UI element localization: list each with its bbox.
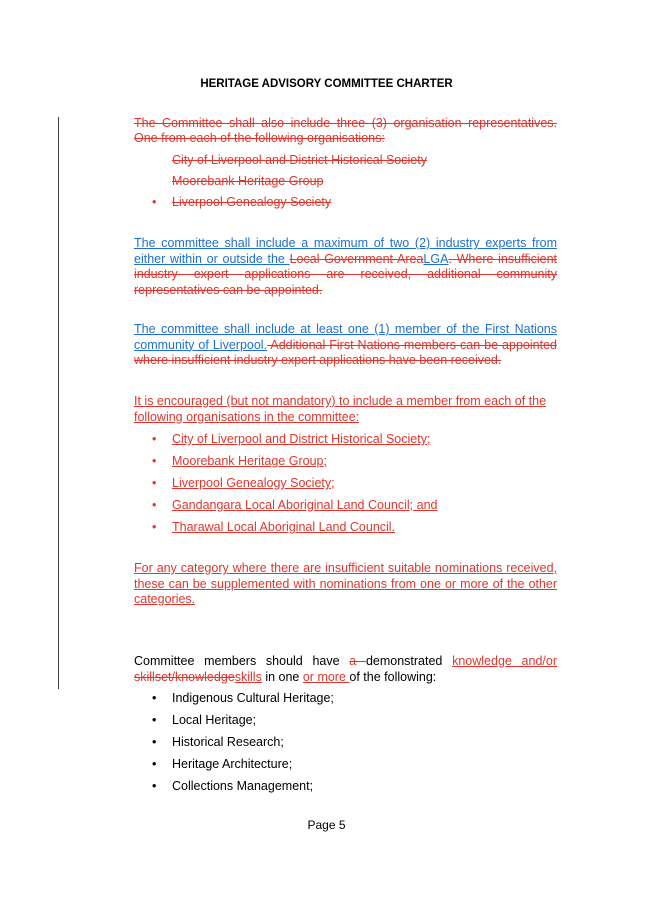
inserted-text: skills xyxy=(234,669,262,684)
page-number: Page 5 xyxy=(307,818,346,832)
inserted-text: LGA xyxy=(423,251,449,266)
deleted-text: The Committee shall also include three (… xyxy=(134,116,557,130)
paragraph-encouraged-members: It is encouraged (but not mandatory) to … xyxy=(134,394,557,425)
deleted-text: Local Government Area xyxy=(289,251,424,266)
paragraph-org-representatives-line2: One from each of the following organisat… xyxy=(134,131,557,147)
paragraph-first-nations: The committee shall include at least one… xyxy=(134,322,557,369)
list-item: •Heritage Architecture; xyxy=(152,757,293,771)
paragraph-org-representatives: The Committee shall also include three (… xyxy=(134,116,557,132)
deleted-text: skillset/knowledge xyxy=(134,669,235,684)
list-item: •Historical Research; xyxy=(152,735,284,749)
list-item: •Indigenous Cultural Heritage; xyxy=(152,691,334,705)
deleted-text: One from each of the following organisat… xyxy=(134,131,385,145)
list-item: •Local Heritage; xyxy=(152,713,257,727)
list-item: •Collections Management; xyxy=(152,779,314,793)
inserted-text: or more xyxy=(302,669,350,684)
deleted-text: Additional First Nations members can be … xyxy=(134,337,557,368)
page-header-title: HERITAGE ADVISORY COMMITTEE CHARTER xyxy=(200,78,453,90)
deleted-text: a xyxy=(349,654,366,668)
inserted-text: It is encouraged (but not mandatory) to … xyxy=(134,394,547,424)
list-item: •City of Liverpool and District Historic… xyxy=(152,432,431,446)
list-item: •Liverpool Genealogy Society xyxy=(152,195,332,209)
list-item: •Tharawal Local Aboriginal Land Council. xyxy=(152,520,396,534)
revision-change-bar xyxy=(58,117,59,689)
list-item: •Gandangara Local Aboriginal Land Counci… xyxy=(152,498,438,512)
paragraph-member-skills: Committee members should have a demonstr… xyxy=(134,654,557,684)
deleted-text: . Where insufficient industry expert app… xyxy=(134,251,557,297)
list-item: Moorebank Heritage Group xyxy=(172,174,324,188)
paragraph-insufficient-nominations: For any category where there are insuffi… xyxy=(134,561,557,608)
list-item: •Moorebank Heritage Group; xyxy=(152,454,327,468)
inserted-text: The committee shall include a maximum of… xyxy=(134,236,557,266)
list-item: City of Liverpool and District Historica… xyxy=(172,153,427,167)
inserted-text: For any category where there are insuffi… xyxy=(134,561,557,606)
paragraph-industry-experts: The committee shall include a maximum of… xyxy=(134,236,557,298)
list-item: •Liverpool Genealogy Society; xyxy=(152,476,335,490)
inserted-text: knowledge and/or xyxy=(452,654,557,668)
inserted-text: The committee shall include at least one… xyxy=(134,322,557,352)
